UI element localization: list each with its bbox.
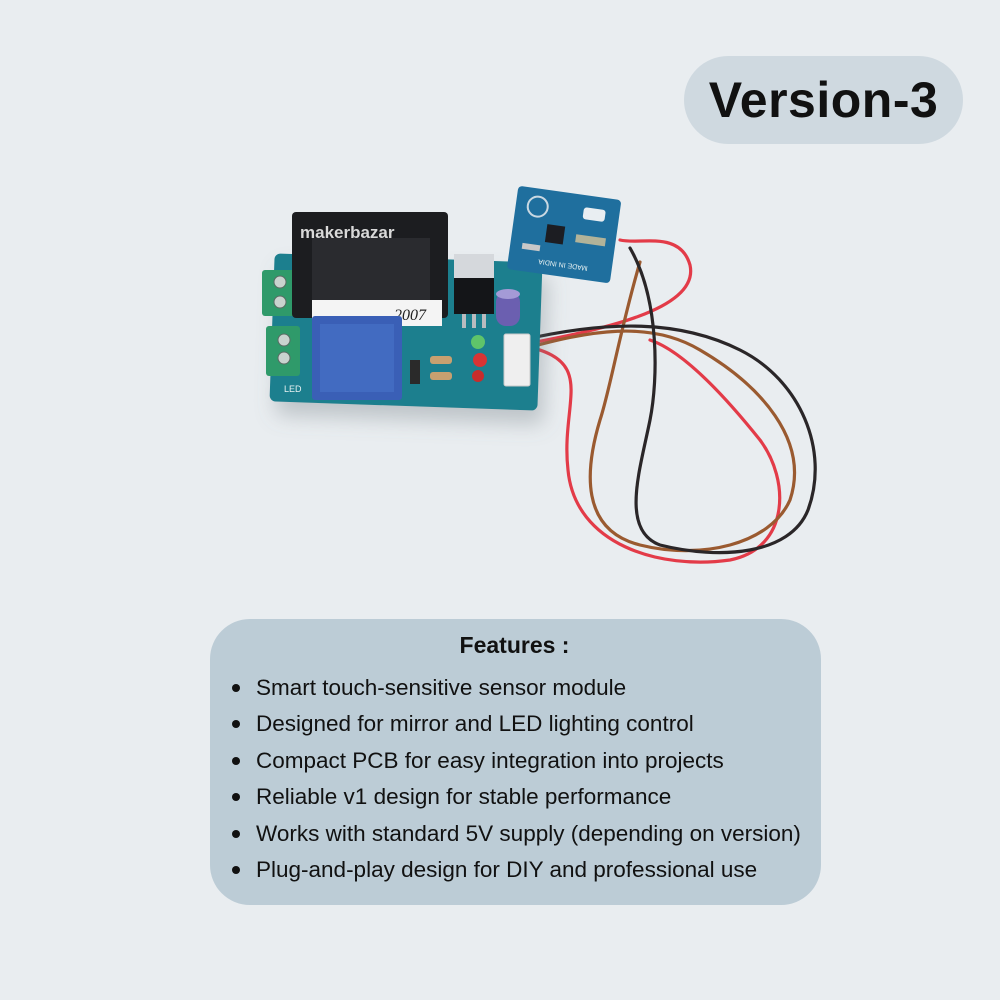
feature-text: Smart touch-sensitive sensor module xyxy=(256,675,627,700)
main-pcb-components: makerbazar 2007 LED xyxy=(262,212,531,400)
sensor-pcb: MADE IN INDIA xyxy=(507,186,621,283)
bullet-icon xyxy=(232,865,240,874)
bullet-icon xyxy=(232,793,240,802)
list-item: Designed for mirror and LED lighting con… xyxy=(232,706,797,742)
bullet-icon xyxy=(232,720,240,729)
led-label: LED xyxy=(284,384,302,394)
feature-text: Compact PCB for easy integration into pr… xyxy=(256,747,724,773)
bullet-icon xyxy=(232,756,240,765)
led-red-2 xyxy=(472,370,484,382)
feature-text: Plug-and-play design for DIY and profess… xyxy=(256,856,758,882)
list-item: Smart touch-sensitive sensor module xyxy=(232,670,797,706)
list-item: Reliable v1 design for stable performanc… xyxy=(232,779,797,815)
terminal-block-top xyxy=(262,270,296,316)
brand-mark: makerbazar xyxy=(300,223,395,242)
terminal-block-bottom xyxy=(266,326,300,376)
version-label: Version-3 xyxy=(708,72,939,128)
version-badge: Version-3 xyxy=(684,56,963,144)
features-card: Features : Smart touch-sensitive sensor … xyxy=(210,619,821,905)
feature-text: Works with standard 5V supply (depending… xyxy=(256,820,801,846)
led-red-1 xyxy=(473,353,487,367)
feature-text: Reliable v1 design for stable performanc… xyxy=(256,784,672,810)
board-marking: 2007 xyxy=(394,307,427,324)
jst-connector xyxy=(503,333,531,387)
features-list: Smart touch-sensitive sensor module Desi… xyxy=(232,670,801,888)
regulator xyxy=(454,278,494,314)
wire-bundle xyxy=(518,238,817,564)
product-photo: makerbazar 2007 LED MADE IN xyxy=(262,186,817,564)
regulator-tab xyxy=(454,254,494,280)
bullet-icon xyxy=(232,829,240,838)
wire-red xyxy=(518,238,782,564)
capacitor xyxy=(496,292,520,326)
list-item: Compact PCB for easy integration into pr… xyxy=(232,743,797,779)
wire-black xyxy=(520,246,817,555)
list-item: Plug-and-play design for DIY and profess… xyxy=(232,852,797,888)
feature-text: Designed for mirror and LED lighting con… xyxy=(256,711,694,737)
led-green xyxy=(471,335,485,349)
wire-brown xyxy=(518,260,797,553)
list-item: Works with standard 5V supply (depending… xyxy=(232,816,801,852)
bullet-icon xyxy=(232,684,240,692)
features-title: Features : xyxy=(459,632,570,658)
